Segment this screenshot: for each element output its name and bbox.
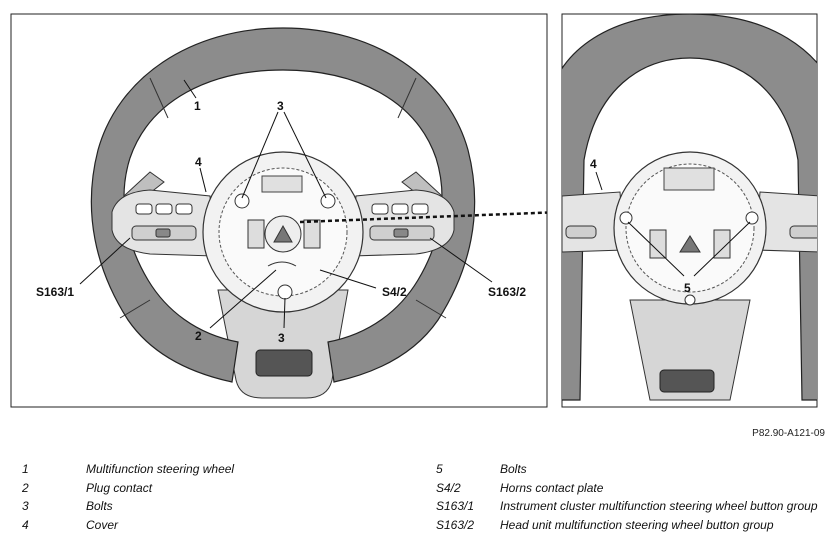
detail-bolt-left bbox=[619, 211, 633, 225]
detail-hub-inner bbox=[625, 163, 755, 293]
detail-bolt-right bbox=[745, 211, 759, 225]
legend-row: 1 Multifunction steering wheel bbox=[22, 460, 234, 479]
detail-bolt-bottom bbox=[684, 294, 696, 306]
legend-num: S4/2 bbox=[436, 480, 461, 495]
lower-spoke bbox=[217, 289, 349, 399]
legend-text: Plug contact bbox=[86, 480, 153, 495]
callout-1: 1 bbox=[194, 99, 201, 113]
callout-4-left: 4 bbox=[195, 155, 202, 169]
callout-s4-2: S4/2 bbox=[382, 285, 407, 299]
callout-3-bottom: 3 bbox=[278, 331, 285, 345]
detail-triangle bbox=[679, 235, 701, 253]
legend-text: Head unit multifunction steering wheel b… bbox=[500, 517, 774, 532]
bolt-bottom bbox=[277, 284, 293, 300]
spoke-right bbox=[351, 189, 455, 257]
spoke-left bbox=[111, 189, 215, 257]
legend-text: Instrument cluster multifunction steerin… bbox=[500, 499, 818, 513]
rim-seam-right bbox=[397, 77, 417, 119]
connector-right bbox=[303, 219, 321, 249]
detail-button-left bbox=[565, 225, 597, 239]
button-group-s163-2 bbox=[369, 203, 435, 241]
connector-left bbox=[247, 219, 265, 249]
detail-button-right bbox=[789, 225, 817, 239]
detail-callout-5: 5 bbox=[684, 281, 691, 295]
left-panel: 1 3 4 S163/1 2 3 S4/2 S163/2 bbox=[10, 13, 548, 408]
legend-num: 1 bbox=[22, 462, 29, 476]
bolt-top-right bbox=[320, 193, 336, 209]
legend-text: Cover bbox=[86, 517, 119, 532]
right-leaders bbox=[595, 171, 751, 277]
detail-amg-badge bbox=[659, 369, 715, 393]
airbag-connector-triangle bbox=[273, 224, 293, 243]
legend-text: Multifunction steering wheel bbox=[86, 462, 235, 476]
legend-num: 3 bbox=[22, 499, 29, 513]
legend-text: Bolts bbox=[86, 499, 113, 513]
legend-row: S163/2 Head unit multifunction steering w… bbox=[436, 516, 818, 535]
rim-seam-bl bbox=[119, 299, 151, 319]
legend-row: S163/1 Instrument cluster multifunction s… bbox=[436, 497, 818, 516]
legend-row: 5 Bolts bbox=[436, 460, 818, 479]
legend-left: 1 Multifunction steering wheel 2 Plug cont… bbox=[22, 460, 234, 534]
detail-connector-right bbox=[713, 229, 731, 259]
legend-row: 3 Bolts bbox=[22, 497, 234, 516]
detail-connector-left bbox=[649, 229, 667, 259]
callout-s163-1: S163/1 bbox=[36, 285, 74, 299]
rim-seam-left bbox=[149, 77, 169, 119]
detail-module bbox=[663, 167, 715, 191]
right-panel: 4 5 bbox=[561, 13, 818, 408]
wheel-rim bbox=[90, 27, 476, 383]
left-leaders bbox=[79, 79, 493, 329]
bolt-top-left bbox=[234, 193, 250, 209]
detail-leader bbox=[299, 211, 547, 224]
detail-wheel-rim bbox=[562, 14, 817, 401]
legend-row: S4/2 Horns contact plate bbox=[436, 479, 818, 498]
hub-module bbox=[261, 175, 303, 193]
steering-wheel-diagram: 1 3 4 S163/1 2 3 S4/2 S163/2 bbox=[10, 13, 818, 408]
legend-num: 4 bbox=[22, 517, 29, 532]
legend-num: S163/1 bbox=[436, 499, 475, 513]
callout-s163-2: S163/2 bbox=[488, 285, 526, 299]
legend-num: 5 bbox=[436, 462, 443, 476]
amg-badge-plate bbox=[255, 349, 313, 377]
legend-text: Bolts bbox=[500, 462, 527, 476]
legend-row: 4 Cover bbox=[22, 516, 234, 535]
rim-seam-br bbox=[415, 299, 447, 319]
legend-right: 5 Bolts S4/2 Horns contact plate S163/1 Ins… bbox=[436, 460, 818, 534]
callout-3-top: 3 bbox=[277, 99, 284, 113]
legend-num: 2 bbox=[22, 480, 29, 495]
legend-num: S163/2 bbox=[436, 517, 475, 532]
button-group-s163-1 bbox=[131, 203, 197, 241]
legend-text: Horns contact plate bbox=[500, 480, 604, 495]
plug-contact-wire bbox=[267, 261, 297, 267]
figure-id: P82.90-A121-09 bbox=[752, 428, 825, 439]
detail-callout-4: 4 bbox=[590, 157, 597, 171]
legend-row: 2 Plug contact bbox=[22, 479, 234, 498]
callout-2: 2 bbox=[195, 329, 202, 343]
